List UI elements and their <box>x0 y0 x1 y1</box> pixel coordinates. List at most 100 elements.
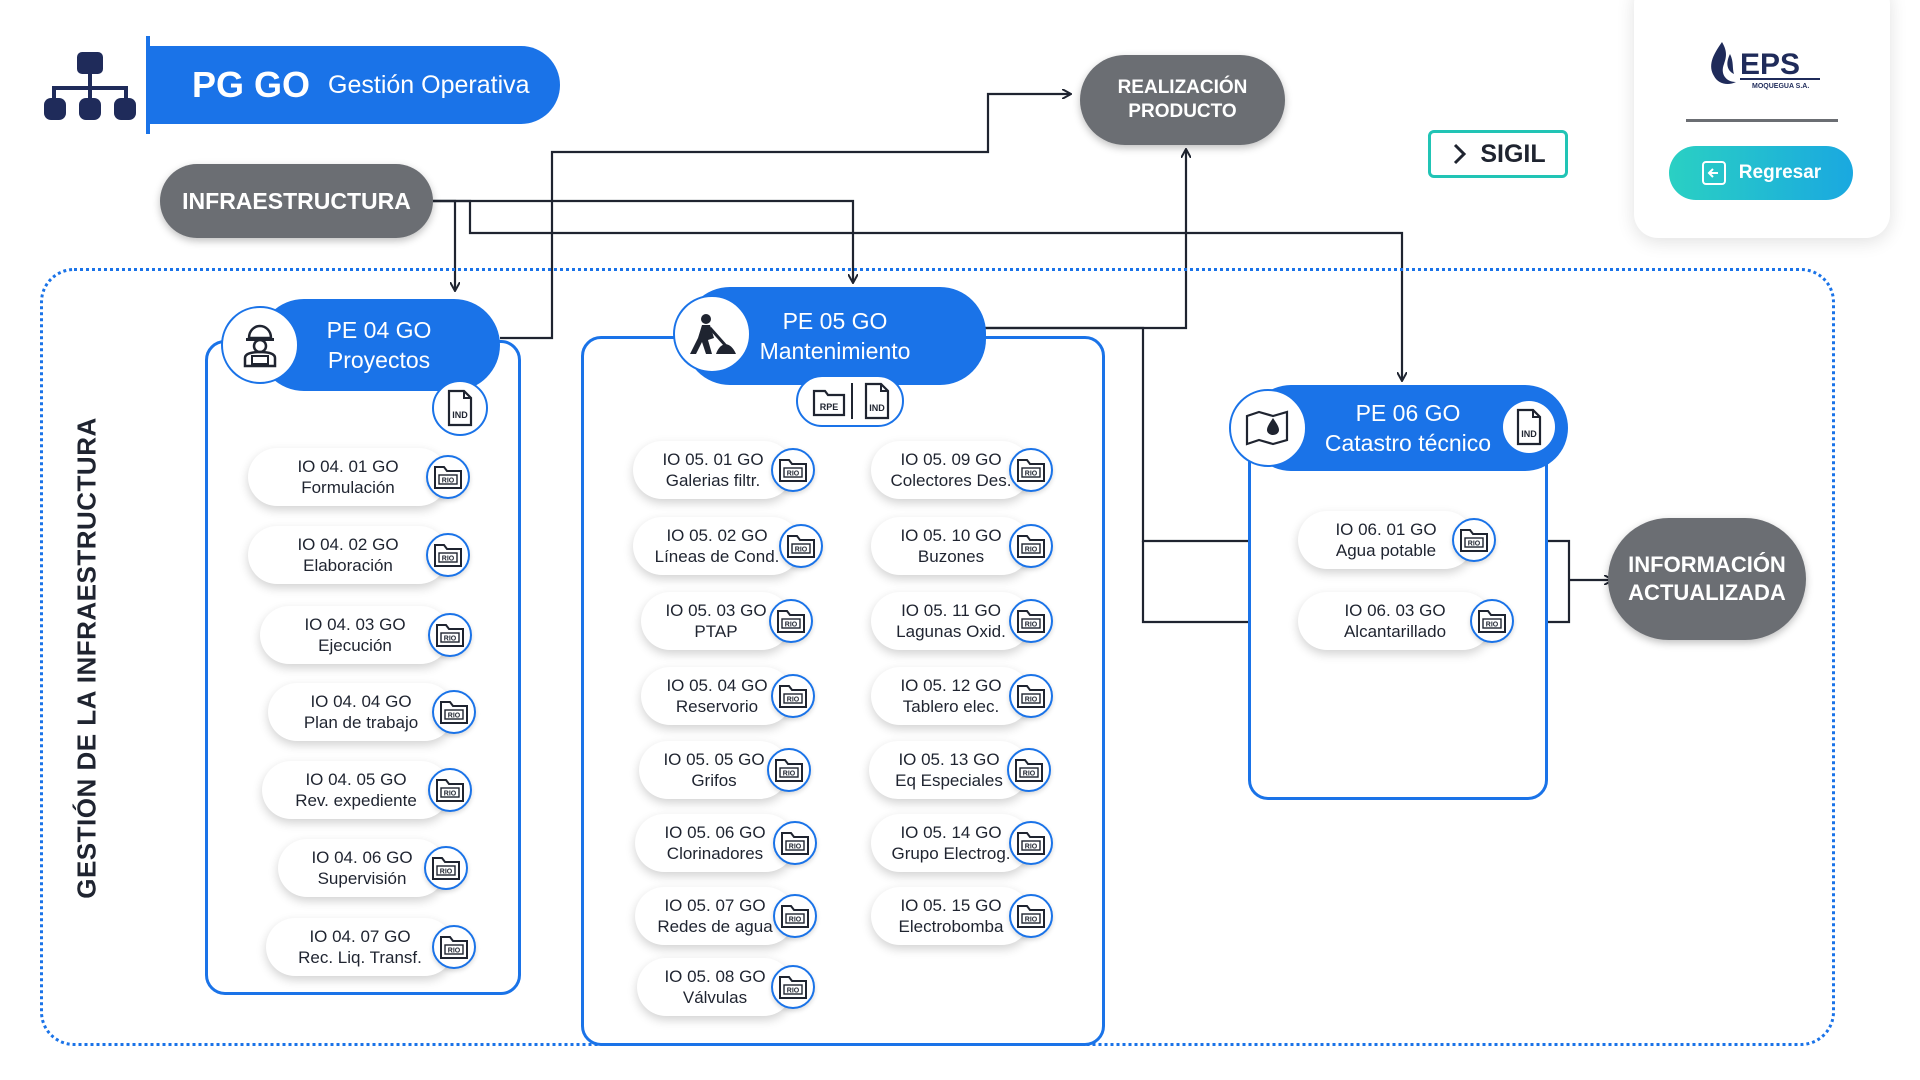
rio-button[interactable]: RIO <box>424 846 468 890</box>
sigil-button[interactable]: SIGIL <box>1428 130 1568 178</box>
rio-folder-icon: RIO <box>1017 535 1045 558</box>
pe05-ind-button[interactable]: IND <box>860 381 892 421</box>
sigil-label: SIGIL <box>1480 139 1546 168</box>
svg-text:RIO: RIO <box>440 869 453 876</box>
io-item[interactable]: IO 05. 13 GO Eq Especiales <box>869 741 1029 799</box>
pe04-header[interactable]: PE 04 GO Proyectos <box>258 299 500 391</box>
digging-worker-icon <box>673 295 751 373</box>
ind-document-icon: IND <box>1516 408 1542 446</box>
io-code: IO 05. 09 GO <box>900 450 1002 469</box>
rio-button[interactable]: RIO <box>428 613 472 657</box>
rio-button[interactable]: RIO <box>1009 524 1053 568</box>
svg-text:RIO: RIO <box>1025 844 1038 851</box>
infraestructura-label: INFRAESTRUCTURA <box>182 187 411 214</box>
rio-button[interactable]: RIO <box>426 533 470 577</box>
rio-folder-icon: RIO <box>779 976 807 999</box>
rio-button[interactable]: RIO <box>1009 599 1053 643</box>
io-name: Supervisión <box>317 869 407 888</box>
pe04-ind-button[interactable]: IND <box>432 380 488 436</box>
svg-text:RIO: RIO <box>789 917 802 924</box>
io-name: Eq Especiales <box>895 771 1003 790</box>
rio-button[interactable]: RIO <box>1009 821 1053 865</box>
svg-text:RIO: RIO <box>1023 771 1036 778</box>
io-code: IO 05. 05 GO <box>663 750 765 769</box>
rio-folder-icon: RIO <box>432 857 460 880</box>
rio-button[interactable]: RIO <box>1009 894 1053 938</box>
infraestructura-node[interactable]: INFRAESTRUCTURA <box>160 164 433 238</box>
rio-button[interactable]: RIO <box>767 748 811 792</box>
pe04-name: Proyectos <box>327 347 431 373</box>
rio-button[interactable]: RIO <box>1009 448 1053 492</box>
rio-button[interactable]: RIO <box>1452 518 1496 562</box>
pe05-name: Mantenimiento <box>759 338 911 364</box>
io-code: IO 05. 08 GO <box>664 967 766 986</box>
pe05-docs-pill: RPE IND <box>796 375 904 427</box>
io-code: IO 05. 01 GO <box>662 450 764 469</box>
rio-button[interactable]: RIO <box>769 599 813 643</box>
pe06-ind-button[interactable]: IND <box>1503 401 1555 453</box>
pe05-code: PE 05 GO <box>782 308 888 334</box>
rio-button[interactable]: RIO <box>1470 599 1514 643</box>
regresar-button[interactable]: Regresar <box>1669 146 1853 200</box>
io-code: IO 05. 06 GO <box>664 823 766 842</box>
rio-button[interactable]: RIO <box>773 894 817 938</box>
rio-folder-icon: RIO <box>779 685 807 708</box>
svg-text:RIO: RIO <box>444 791 457 798</box>
io-code: IO 05. 13 GO <box>898 750 1000 769</box>
rio-folder-icon: RIO <box>434 466 462 489</box>
realizacion-producto-node[interactable]: REALIZACIÓN PRODUCTO <box>1080 55 1285 145</box>
rio-button[interactable]: RIO <box>771 965 815 1009</box>
io-name: Galerias filtr. <box>665 471 761 490</box>
informacion-line-2: ACTUALIZADA <box>1628 580 1786 605</box>
rio-button[interactable]: RIO <box>432 925 476 969</box>
rio-button[interactable]: RIO <box>426 455 470 499</box>
svg-text:RIO: RIO <box>1025 917 1038 924</box>
rio-button[interactable]: RIO <box>779 524 823 568</box>
informacion-line-1: INFORMACIÓN <box>1628 552 1786 577</box>
rio-folder-icon: RIO <box>787 535 815 558</box>
rio-button[interactable]: RIO <box>1007 748 1051 792</box>
io-code: IO 04. 04 GO <box>310 692 412 711</box>
rio-button[interactable]: RIO <box>428 768 472 812</box>
pe05-rpe-button[interactable]: RPE <box>812 385 846 419</box>
informacion-actualizada-node[interactable]: INFORMACIÓN ACTUALIZADA <box>1608 518 1806 640</box>
map-drop-icon <box>1229 389 1307 467</box>
title-code: PG GO <box>192 64 311 105</box>
svg-text:MOQUEGUA S.A.: MOQUEGUA S.A. <box>1752 83 1809 90</box>
svg-text:RIO: RIO <box>787 988 800 995</box>
io-item[interactable]: IO 05. 01 GO Galerias filtr. <box>633 441 793 499</box>
logo-card: EPS MOQUEGUA S.A. <box>1634 0 1890 238</box>
rio-folder-icon: RIO <box>436 624 464 647</box>
rio-button[interactable]: RIO <box>432 690 476 734</box>
io-code: IO 04. 02 GO <box>297 535 399 554</box>
rio-button[interactable]: RIO <box>771 674 815 718</box>
rio-button[interactable]: RIO <box>773 821 817 865</box>
rio-button[interactable]: RIO <box>771 448 815 492</box>
svg-text:RIO: RIO <box>1468 541 1481 548</box>
rio-button[interactable]: RIO <box>1009 674 1053 718</box>
io-code: IO 04. 01 GO <box>297 457 399 476</box>
